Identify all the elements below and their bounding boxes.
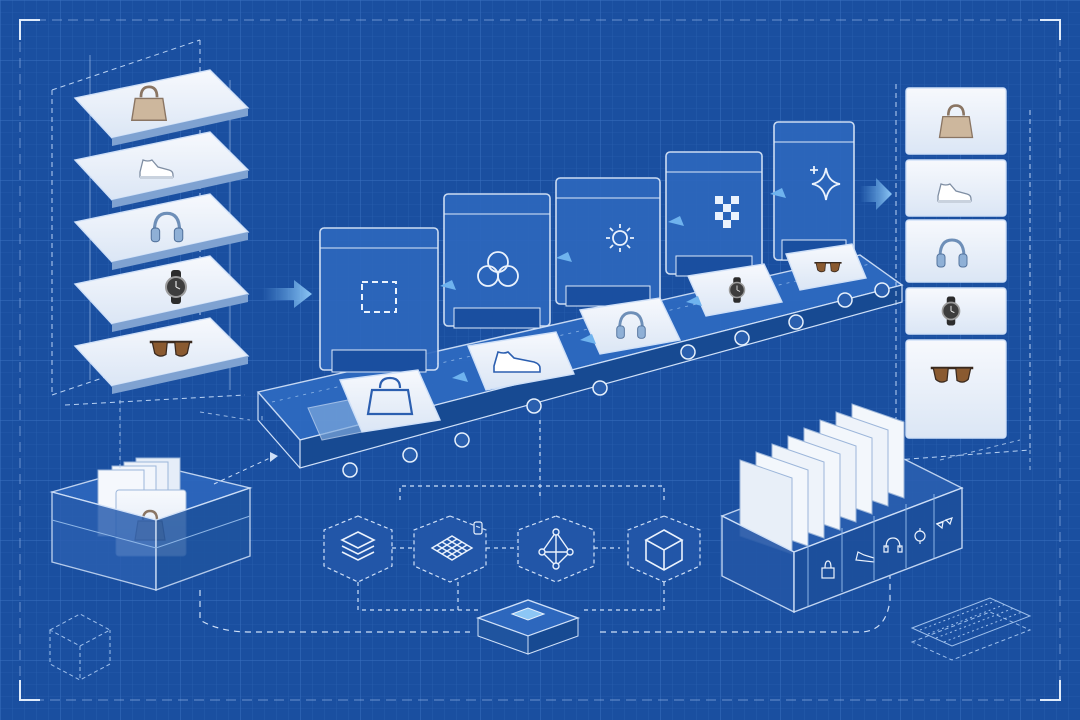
grid-mesh-icon [430,535,474,561]
chip-icon [510,607,546,621]
color-circles-icon [477,251,519,287]
shelf [73,69,250,146]
controller-base [475,599,581,655]
graph-connector [399,485,665,500]
graph-connector [199,576,891,633]
shelf [73,193,250,270]
source-bin [49,457,253,591]
output-card [905,159,1007,217]
sun-brightness-icon [606,224,634,252]
sunglasses-icon [935,517,953,530]
wireframe-panel [910,597,1032,661]
bin-to-pipeline-link [213,457,271,485]
processed-card [307,399,363,441]
watch-icon [914,528,926,544]
sparkle-icon [810,166,841,201]
arrow-head [270,452,278,462]
output-rack [895,84,1031,461]
shelf [73,131,250,208]
lock-icon [821,560,835,579]
processing-graph [199,420,891,633]
shelf [73,317,250,394]
output-card [905,287,1007,335]
output-card [905,87,1007,155]
belt-card [467,331,575,391]
graph-connector [357,582,665,611]
archive-divider-labels [821,517,953,579]
corner-mark [19,19,1061,701]
node-graph-icon [538,528,574,570]
shelf [73,255,250,332]
flow-arrow [860,178,892,210]
sneaker-outline-icon [493,350,541,373]
graph-node [517,515,595,583]
crop-frame-icon [361,281,397,313]
flow-arrows [440,188,786,382]
processing-station [443,193,551,329]
output-card [905,339,1007,439]
processing-station [665,151,763,277]
layers-icon [340,531,376,561]
handbag-outline-icon [366,376,414,416]
headphones-icon [883,537,903,553]
sneaker-icon [855,551,875,563]
output-card [905,219,1007,283]
frame-border [19,19,1061,701]
belt-rollers [342,282,890,478]
checker-pattern-icon [715,196,739,228]
rack-frame [895,84,1031,461]
processing-station [555,177,661,307]
graph-node [323,515,393,583]
flow-arrow [262,280,312,308]
input-rack [51,39,250,406]
wireframe-cube [48,613,112,681]
processing-station [773,121,855,261]
archive-cards [739,403,905,555]
graph-node [413,515,487,583]
guide-lines [119,400,1031,470]
graph-node [627,515,701,583]
cube-icon [644,529,684,571]
belt-card [785,243,867,291]
sorted-archive [720,403,964,614]
processing-station [319,227,439,373]
